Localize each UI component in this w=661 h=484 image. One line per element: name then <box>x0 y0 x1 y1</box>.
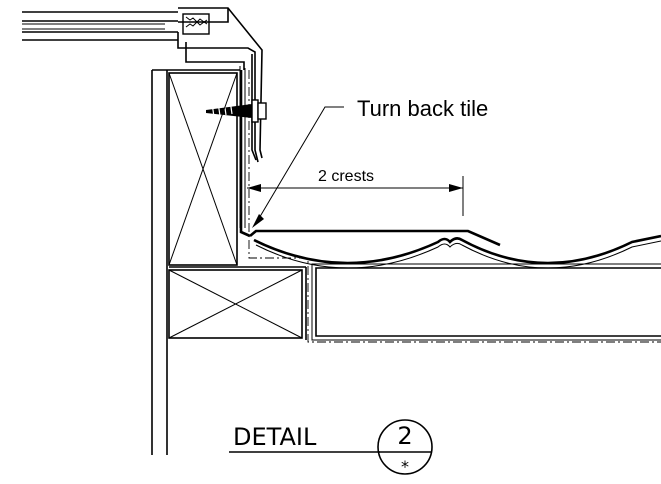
dimension-2-crests <box>247 176 464 216</box>
horizontal-beam <box>311 263 661 341</box>
detail-tag: DETAIL 2 * <box>229 419 433 476</box>
turn-back-tile-label: Turn back tile <box>357 96 488 121</box>
screw-fastener <box>206 99 267 123</box>
detail-number: 2 <box>397 422 412 450</box>
detail-bubble <box>377 419 433 475</box>
timber-block-lower <box>168 266 307 340</box>
roof-panel-layers <box>22 11 210 41</box>
leader-turn-back <box>252 106 344 228</box>
timber-stud-vertical <box>151 69 240 455</box>
detail-title: DETAIL <box>233 423 317 451</box>
detail-sheet: * <box>401 457 409 476</box>
roof-tile-profile <box>239 70 661 269</box>
dimension-label: 2 crests <box>318 168 374 185</box>
